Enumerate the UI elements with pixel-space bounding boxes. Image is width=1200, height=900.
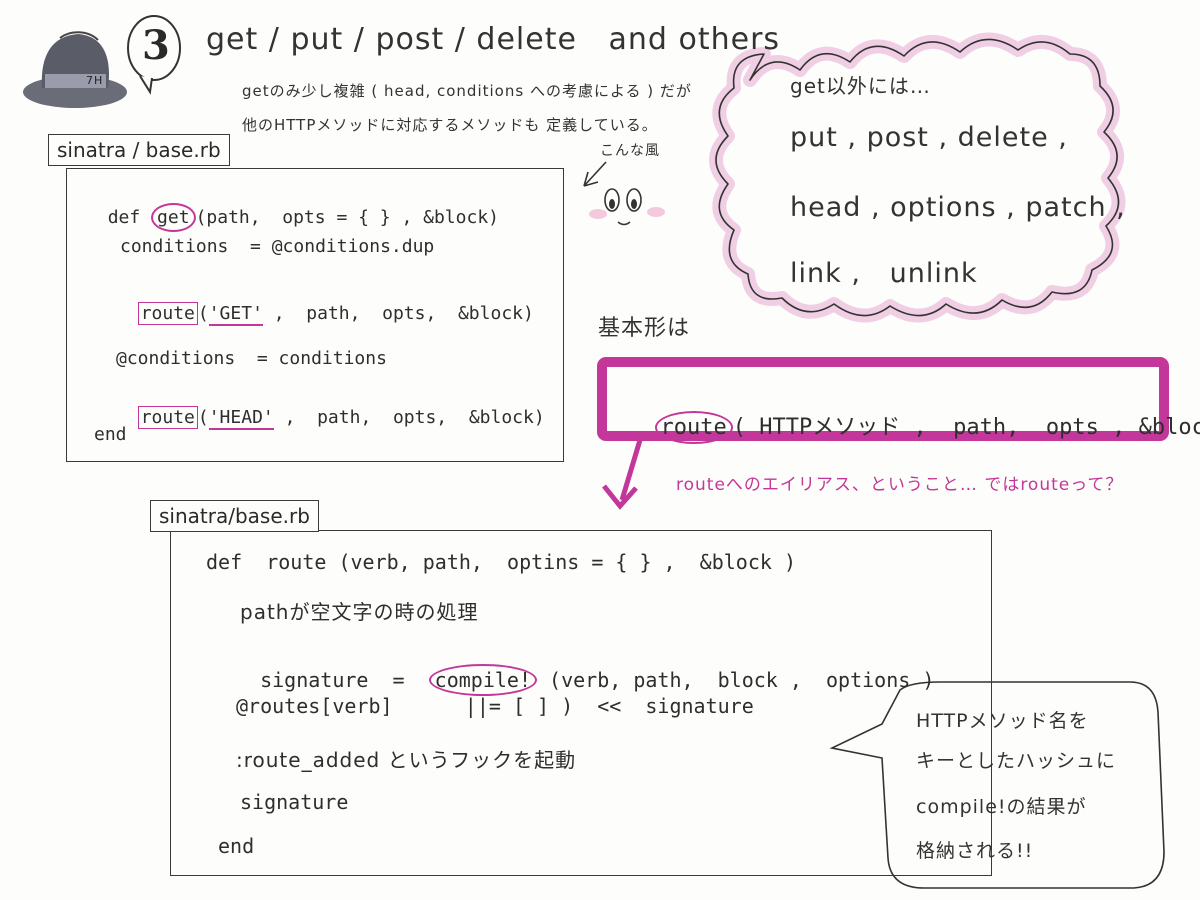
code1-line3: route('GET' , path, opts, &block) — [116, 282, 534, 326]
cloud-lead: get以外には… — [790, 74, 931, 98]
code1-route-args-2: , path, opts, &block) — [273, 407, 545, 428]
cloud-line3: link , unlink — [790, 258, 978, 289]
bubble-line4: 格納される!! — [916, 840, 1034, 862]
code1-line6: end — [94, 424, 127, 445]
code-box-get — [66, 168, 564, 462]
page-title: get / put / post / delete and others — [206, 22, 781, 57]
code1-get-args: (path, opts = { } , &block) — [195, 207, 499, 228]
code2-line5: :route_added というフックを起動 — [236, 748, 577, 772]
step-number-bubble — [127, 15, 181, 95]
cloud-line2: head , options , patch , — [790, 192, 1126, 223]
bubble-line1: HTTPメソッド名を — [916, 710, 1089, 732]
bubble-line2: キーとしたハッシュに — [916, 750, 1117, 772]
face-icon — [589, 188, 665, 226]
code2-signature-assign: signature = — [260, 668, 429, 692]
alias-note: routeへのエイリアス、ということ… ではrouteって？ — [676, 475, 1124, 495]
magenta-down-arrow-icon — [602, 439, 643, 510]
header-note-line2: 他のHTTPメソッドに対応するメソッドも 定義している。 — [242, 116, 658, 134]
route-keyword-2: route — [137, 406, 198, 429]
header-note-line1: getのみ少し複雑 ( head, conditions への考慮による ) だ… — [242, 82, 692, 100]
basic-form-signature: ( HTTPメソッド , path, opts , &block ) — [732, 415, 1200, 440]
route-keyword-basic: route — [654, 411, 733, 444]
code2-line3: signature = compile! (verb, path, block … — [236, 644, 935, 696]
code2-compile-args: (verb, path, block , options ) — [537, 668, 935, 692]
code1-def: def — [107, 207, 152, 228]
code1-route-args-1: , path, opts, &block) — [262, 303, 534, 324]
file-label-base-rb-2: sinatra/base.rb — [150, 500, 319, 532]
cloud-shape — [709, 32, 1126, 323]
code2-line6: signature — [240, 790, 349, 814]
code-box-route — [170, 530, 992, 876]
basic-form-frame — [597, 357, 1169, 441]
cloud-line1: put , post , delete , — [790, 122, 1068, 153]
file-label-base-rb-1: sinatra / base.rb — [48, 134, 230, 166]
code1-line4: @conditions = conditions — [116, 348, 387, 369]
code2-line1: def route (verb, path, optins = { } , &b… — [206, 550, 797, 574]
face-arrow — [583, 161, 607, 187]
code2-line4: @routes[verb] ||= [ ] ) << signature — [236, 694, 754, 718]
basic-form-signature-row: route( HTTPメソッド , path, opts , &block ) — [628, 384, 1200, 444]
step-number: 3 — [142, 22, 171, 69]
get-string: 'GET' — [208, 303, 263, 326]
bubble-line3: compile!の結果が — [916, 796, 1087, 818]
route-keyword-1: route — [137, 302, 198, 325]
hat-icon — [23, 31, 127, 108]
code2-line2: pathが空文字の時の処理 — [240, 600, 479, 624]
get-keyword: get — [151, 203, 196, 232]
code2-line7: end — [218, 834, 255, 858]
basic-form-label: 基本形は — [598, 316, 691, 341]
code1-line5: route('HEAD' , path, opts, &block) — [116, 386, 545, 430]
face-caption: こんな風 — [600, 143, 660, 159]
hat-band-label: 7H — [86, 74, 104, 87]
code1-line1: def get(path, opts = { } , &block) — [86, 186, 499, 232]
compile-keyword: compile! — [428, 664, 537, 696]
head-string: 'HEAD' — [208, 407, 274, 430]
code1-line2: conditions = @conditions.dup — [120, 236, 435, 257]
